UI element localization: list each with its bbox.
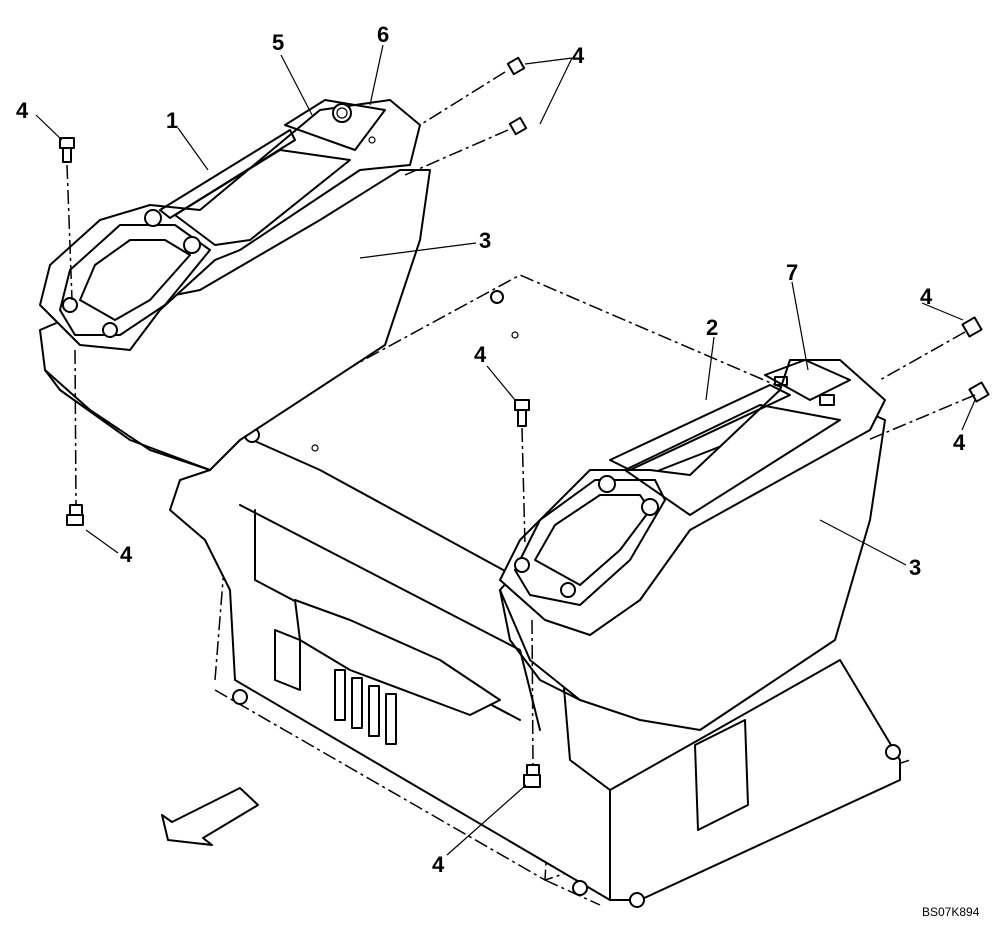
left-console xyxy=(39,99,431,471)
callout-2: 2 xyxy=(706,315,718,340)
callout-3-right: 3 xyxy=(909,555,921,580)
bolt-bottom xyxy=(523,764,541,788)
callout-5: 5 xyxy=(272,30,284,55)
bolt-top-2 xyxy=(508,116,528,136)
callout-6: 6 xyxy=(377,22,389,47)
figure-reference: BS07K894 xyxy=(922,905,980,919)
callout-4-bottom-left: 4 xyxy=(120,542,133,567)
bolt-right-top xyxy=(961,316,983,338)
callout-4-middle: 4 xyxy=(474,342,487,367)
callout-1: 1 xyxy=(166,108,178,133)
bolt-tl xyxy=(59,137,75,163)
callout-4-top: 4 xyxy=(572,43,585,68)
bolt-bl xyxy=(66,504,84,526)
callout-3-left: 3 xyxy=(479,228,491,253)
callout-4-top-left: 4 xyxy=(16,98,29,123)
right-console xyxy=(499,359,886,731)
front-direction-arrow-icon xyxy=(161,787,259,846)
bolt-mid xyxy=(514,399,530,427)
leader-lines xyxy=(35,44,976,856)
bolt-top-1 xyxy=(506,56,526,76)
callout-7: 7 xyxy=(786,260,798,285)
bolt-right-bottom xyxy=(968,381,990,403)
callout-4-right-bottom: 4 xyxy=(953,430,966,455)
callout-4-right-top: 4 xyxy=(920,284,933,309)
seat-base-frame xyxy=(169,274,911,908)
callout-4-bottom: 4 xyxy=(432,852,445,877)
assembly-lines xyxy=(66,71,976,766)
